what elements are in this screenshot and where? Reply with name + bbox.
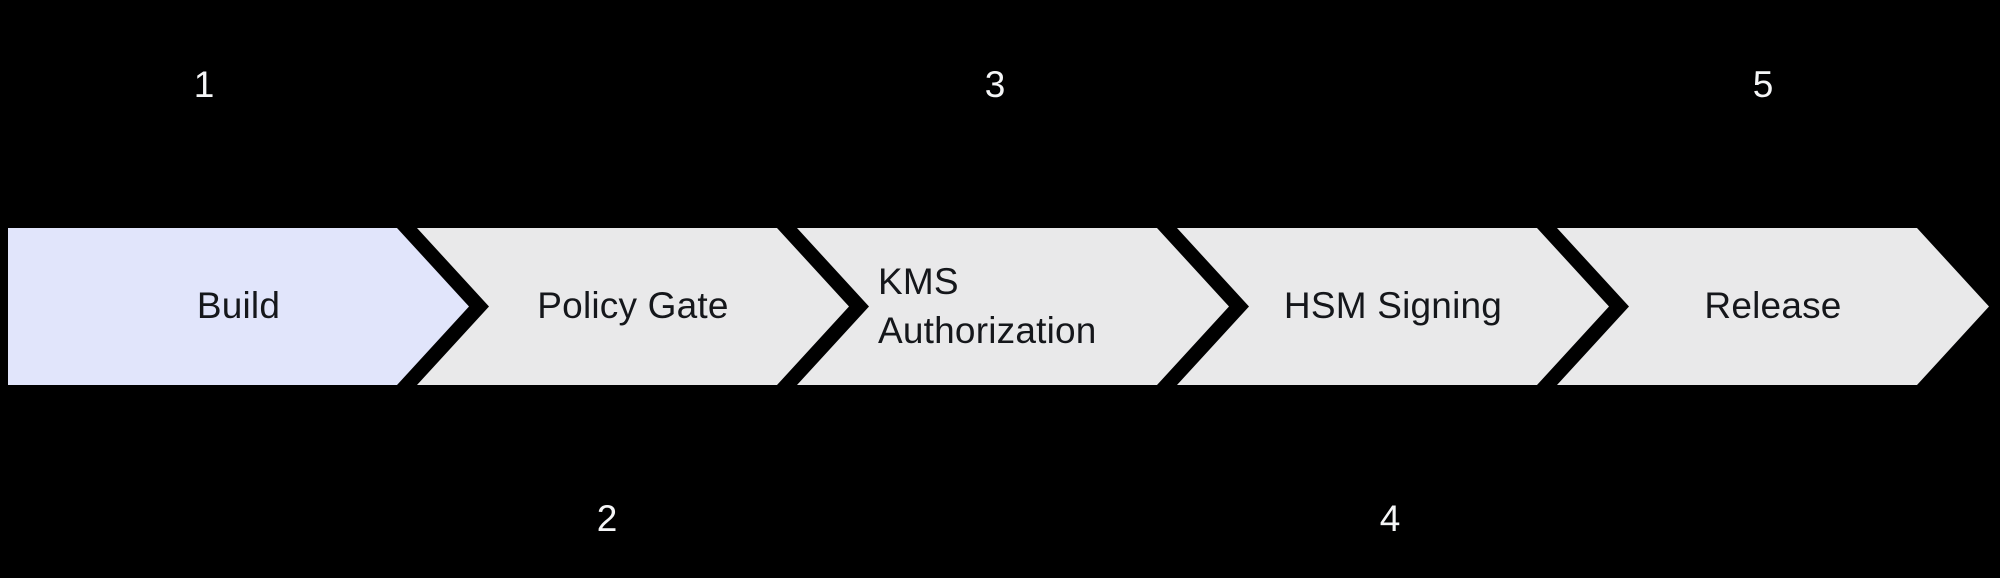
step-chevron-kms-authorization: KMS Authorization bbox=[797, 228, 1229, 385]
step-number-4: 4 bbox=[1379, 498, 1401, 539]
step-chevron-build: Build bbox=[8, 228, 469, 385]
step-chevron-release: Release bbox=[1557, 228, 1989, 385]
step-label-release: Release bbox=[1704, 285, 1842, 327]
step-number-1: 1 bbox=[193, 64, 215, 105]
chevron-band: Build Policy Gate KMS Authorization HSM … bbox=[0, 228, 2000, 385]
step-label-build: Build bbox=[196, 285, 281, 327]
step-label-policy-gate: Policy Gate bbox=[537, 285, 729, 327]
step-label-kms-authorization: KMS Authorization bbox=[878, 261, 1097, 351]
step-chevron-policy-gate: Policy Gate bbox=[417, 228, 849, 385]
step-number-3: 3 bbox=[984, 64, 1006, 105]
step-number-2: 2 bbox=[596, 498, 618, 539]
step-label-hsm-signing: HSM Signing bbox=[1283, 285, 1503, 327]
step-chevron-hsm-signing: HSM Signing bbox=[1177, 228, 1609, 385]
step-number-5: 5 bbox=[1752, 64, 1774, 105]
